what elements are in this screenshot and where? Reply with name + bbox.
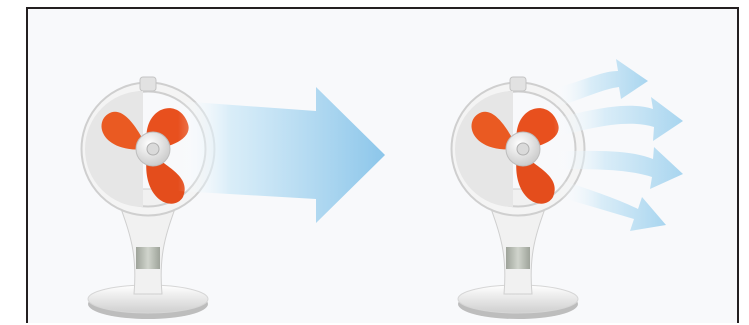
right-fan bbox=[455, 77, 580, 319]
fan-airflow-illustration bbox=[28, 59, 683, 323]
illustration-frame bbox=[26, 7, 739, 323]
curved-airflow-arrows bbox=[553, 59, 683, 231]
straight-airflow-arrow bbox=[178, 87, 385, 223]
